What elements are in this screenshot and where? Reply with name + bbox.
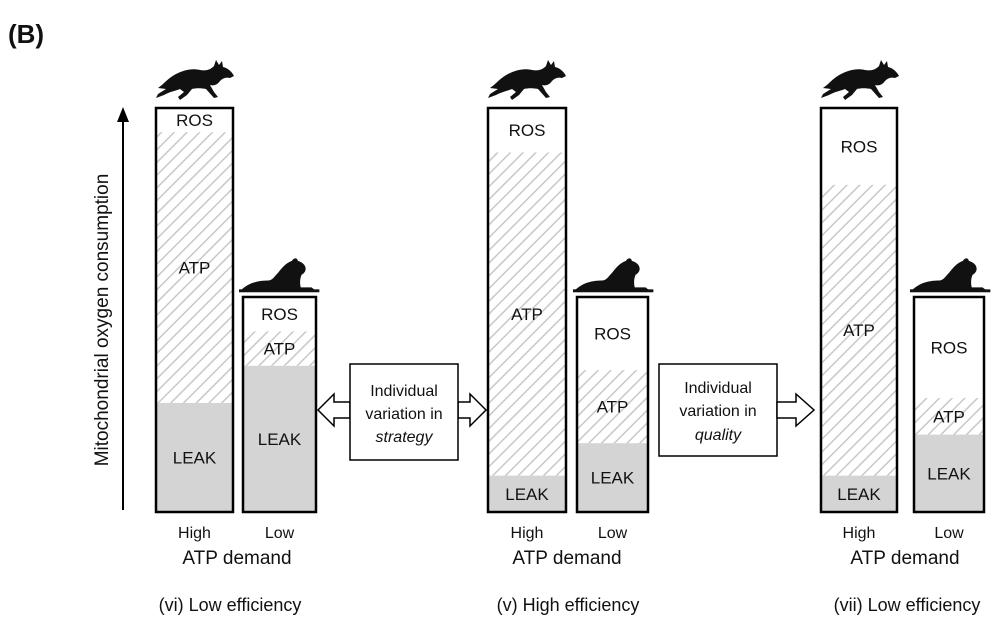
low-demand-bar: ROS ATP LEAK	[575, 295, 650, 514]
atp-segment	[243, 331, 316, 366]
leak-segment	[577, 443, 648, 512]
atp-segment	[914, 398, 984, 435]
bar-outline	[154, 106, 235, 514]
ros-label: ROS	[594, 325, 631, 344]
scenario-caption: (vii) Low efficiency	[834, 595, 981, 615]
atp-segment	[156, 132, 233, 403]
strategy-double-arrow: Individual variation in strategy	[316, 363, 488, 461]
ros-segment	[488, 108, 566, 153]
strategy-box	[349, 363, 459, 461]
atp-label: ATP	[933, 407, 965, 426]
scenario-caption: (vi) Low efficiency	[159, 595, 302, 615]
y-axis-label: Mitochondrial oxygen consumption	[92, 174, 113, 467]
y-axis-arrow	[117, 107, 129, 510]
scenario-caption: (v) High efficiency	[497, 595, 640, 615]
strategy-emphasis: strategy	[376, 429, 434, 446]
atp-label: ATP	[597, 398, 629, 417]
ros-label: ROS	[931, 339, 968, 358]
high-demand-label: High	[178, 525, 211, 542]
atp-segment	[821, 184, 897, 476]
low-demand-label: Low	[265, 525, 295, 542]
high-demand-bar: ROS ATP LEAK	[154, 106, 235, 514]
leak-segment	[914, 434, 984, 512]
atp-demand-label: ATP demand	[512, 548, 621, 569]
running-wolf-icon	[488, 60, 566, 100]
quality-line1: Individual	[684, 380, 752, 397]
strategy-line1: Individual	[370, 383, 438, 400]
strategy-line2: variation in	[365, 406, 442, 423]
ros-segment	[243, 297, 316, 332]
resting-dog-icon	[239, 258, 320, 293]
bar-outline	[819, 106, 899, 514]
leak-segment	[156, 402, 233, 512]
leak-label: LEAK	[591, 469, 635, 488]
low-demand-bar: ROS ATP LEAK	[241, 295, 318, 514]
running-wolf-icon	[821, 60, 899, 100]
running-wolf-icon	[156, 60, 234, 100]
ros-segment	[156, 108, 233, 133]
quality-box	[658, 363, 778, 457]
atp-label: ATP	[511, 305, 543, 324]
atp-segment	[577, 370, 648, 444]
ros-label: ROS	[509, 121, 546, 140]
low-demand-label: Low	[934, 525, 964, 542]
low-demand-bar: ROS ATP LEAK	[912, 295, 986, 514]
ros-label: ROS	[176, 111, 213, 130]
leak-label: LEAK	[505, 485, 549, 504]
leak-label: LEAK	[837, 485, 881, 504]
bar-outline	[241, 295, 318, 514]
quality-emphasis: quality	[695, 427, 742, 444]
bar-outline	[486, 106, 568, 514]
ros-segment	[914, 297, 984, 399]
atp-segment	[488, 152, 566, 476]
high-demand-label: High	[843, 525, 876, 542]
ros-segment	[577, 297, 648, 371]
ros-label: ROS	[261, 305, 298, 324]
ros-segment	[821, 108, 897, 185]
bar-outline	[575, 295, 650, 514]
atp-label: ATP	[264, 340, 296, 359]
atp-demand-label: ATP demand	[850, 548, 959, 569]
low-demand-label: Low	[598, 525, 628, 542]
leak-label: LEAK	[258, 430, 302, 449]
leak-segment	[488, 475, 566, 512]
high-demand-bar: ROS ATP LEAK	[486, 106, 568, 514]
atp-demand-label: ATP demand	[182, 548, 291, 569]
leak-segment	[243, 365, 316, 512]
panel-label: (B)	[8, 19, 44, 49]
atp-label: ATP	[179, 259, 211, 278]
quality-arrow: Individual variation in quality	[658, 363, 816, 457]
leak-label: LEAK	[927, 464, 971, 483]
resting-dog-icon	[910, 258, 991, 293]
leak-segment	[821, 475, 897, 512]
ros-label: ROS	[841, 137, 878, 156]
leak-label: LEAK	[173, 448, 217, 467]
resting-dog-icon	[573, 258, 654, 293]
bar-outline	[912, 295, 986, 514]
quality-line2: variation in	[679, 403, 756, 420]
high-demand-label: High	[511, 525, 544, 542]
atp-label: ATP	[843, 321, 875, 340]
high-demand-bar: ROS ATP LEAK	[819, 106, 899, 514]
